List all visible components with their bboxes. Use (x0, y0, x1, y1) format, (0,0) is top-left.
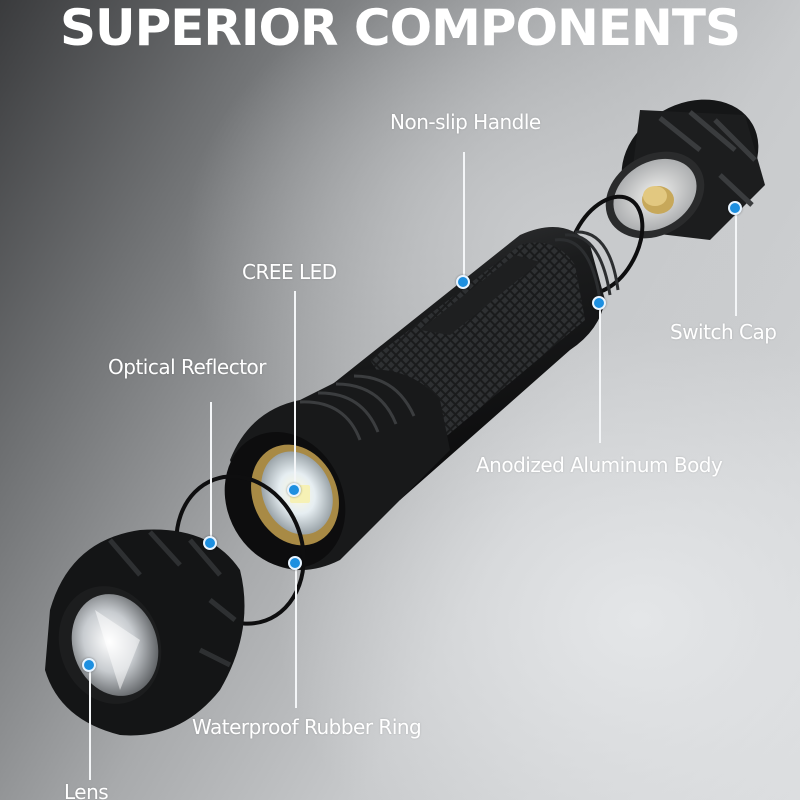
leader-cree-led (294, 291, 296, 491)
callout-dot-cree-led (287, 483, 301, 497)
callout-dot-switch-cap (728, 201, 742, 215)
label-lens: Lens (64, 780, 109, 800)
lens-bezel-part (45, 529, 245, 736)
leader-anodized-body (599, 303, 601, 443)
label-switch-cap: Switch Cap (670, 320, 777, 344)
label-cree-led: CREE LED (242, 260, 337, 284)
leader-optical-reflector (210, 402, 212, 542)
leader-non-slip-handle (463, 152, 465, 282)
leader-switch-cap (735, 208, 737, 316)
label-non-slip-handle: Non-slip Handle (390, 110, 541, 134)
label-anodized-body: Anodized Aluminum Body (476, 453, 723, 477)
label-waterproof-ring: Waterproof Rubber Ring (192, 715, 422, 739)
callout-dot-lens (82, 658, 96, 672)
leader-waterproof-ring (295, 563, 297, 708)
headline: SUPERIOR COMPONENTS (60, 0, 741, 57)
label-optical-reflector: Optical Reflector (108, 355, 267, 379)
switch-cap-part (605, 99, 765, 240)
led-head-part (224, 431, 346, 569)
leader-lens (89, 665, 91, 780)
callout-dot-optical-reflector (203, 536, 217, 550)
callout-dot-waterproof-ring (288, 556, 302, 570)
callout-dot-non-slip-handle (456, 275, 470, 289)
callout-dot-anodized-body (592, 296, 606, 310)
